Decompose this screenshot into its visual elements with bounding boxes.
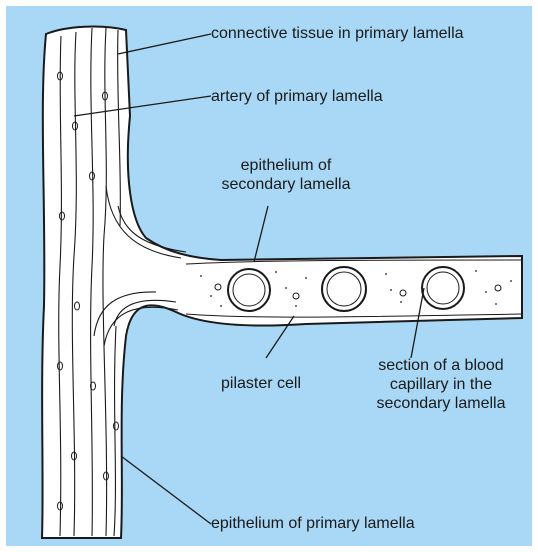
label-epithelium-secondary-line2: secondary lamella [216,175,356,194]
label-epithelium-secondary: epithelium of secondary lamella [216,156,356,194]
label-capillary-line2: capillary in the [361,375,521,394]
capillary-1 [228,269,270,311]
capillary-2 [322,267,366,311]
capillaries [228,267,464,311]
label-artery: artery of primary lamella [211,87,383,106]
label-capillary: section of a blood capillary in the seco… [361,356,521,413]
label-connective-tissue: connective tissue in primary lamella [211,24,464,43]
gill-lamella-diagram: connective tissue in primary lamella art… [6,6,532,546]
label-epithelium-secondary-line1: epithelium of [216,156,356,175]
capillary-3 [422,267,464,309]
leader-epithelium-primary [121,456,211,524]
leader-connective-tissue [118,34,211,54]
label-capillary-line3: secondary lamella [361,394,521,413]
label-pilaster-cell: pilaster cell [221,374,301,393]
label-capillary-line1: section of a blood [361,356,521,375]
leader-epithelium-secondary [254,206,268,262]
label-epithelium-primary: epithelium of primary lamella [211,514,415,533]
